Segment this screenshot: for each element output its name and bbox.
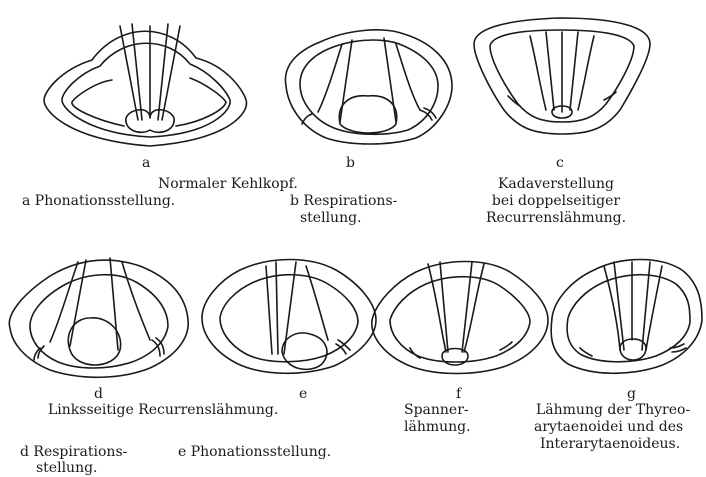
larynx-drawing-d bbox=[9, 258, 188, 377]
caption-c-doppelseitiger: bei doppelseitiger bbox=[486, 193, 626, 209]
larynx-drawing-a bbox=[44, 24, 246, 146]
caption-linksseitige-recurrenslaehmung: Linksseitige Recurrenslähmung. bbox=[48, 402, 278, 418]
figure-letter-c: c bbox=[556, 155, 564, 171]
caption-g-interarytaenoideus: Interarytaenoideus. bbox=[540, 436, 680, 452]
caption-a-phonationsstellung: a Phonationsstellung. bbox=[22, 193, 175, 209]
figure-letter-f: f bbox=[456, 386, 461, 402]
caption-c-recurrenslaehmung: Recurrenslähmung. bbox=[476, 210, 636, 226]
figure-letter-e: e bbox=[299, 386, 307, 402]
caption-b-stellung: stellung. bbox=[300, 210, 362, 226]
caption-b-respirations: b Respirations- bbox=[290, 193, 397, 209]
caption-e-phonationsstellung: e Phonationsstellung. bbox=[178, 444, 331, 460]
figure-letter-a: a bbox=[142, 155, 150, 171]
caption-g-thyreo: Lähmung der Thyreo- bbox=[536, 402, 690, 418]
larynx-drawing-g bbox=[551, 260, 702, 374]
figure-letter-d: d bbox=[94, 386, 103, 402]
caption-c-kadaverstellung: Kadaverstellung bbox=[486, 176, 626, 192]
larynx-drawing-b bbox=[285, 30, 452, 144]
caption-f-spanner: Spanner- bbox=[404, 402, 469, 418]
larynx-drawing-c bbox=[474, 18, 650, 134]
caption-f-laehmung: lähmung. bbox=[404, 419, 471, 435]
figure-letter-g: g bbox=[627, 386, 636, 402]
caption-d-stellung: stellung. bbox=[36, 460, 98, 476]
caption-g-arytaenoidei: arytaenoidei und des bbox=[534, 419, 683, 435]
larynx-drawing-f bbox=[372, 262, 548, 374]
caption-normaler-kehlkopf: Normaler Kehlkopf. bbox=[158, 176, 298, 192]
figure-letter-b: b bbox=[346, 155, 355, 171]
larynx-drawing-e bbox=[202, 260, 376, 374]
caption-d-respirations: d Respirations- bbox=[20, 444, 127, 460]
